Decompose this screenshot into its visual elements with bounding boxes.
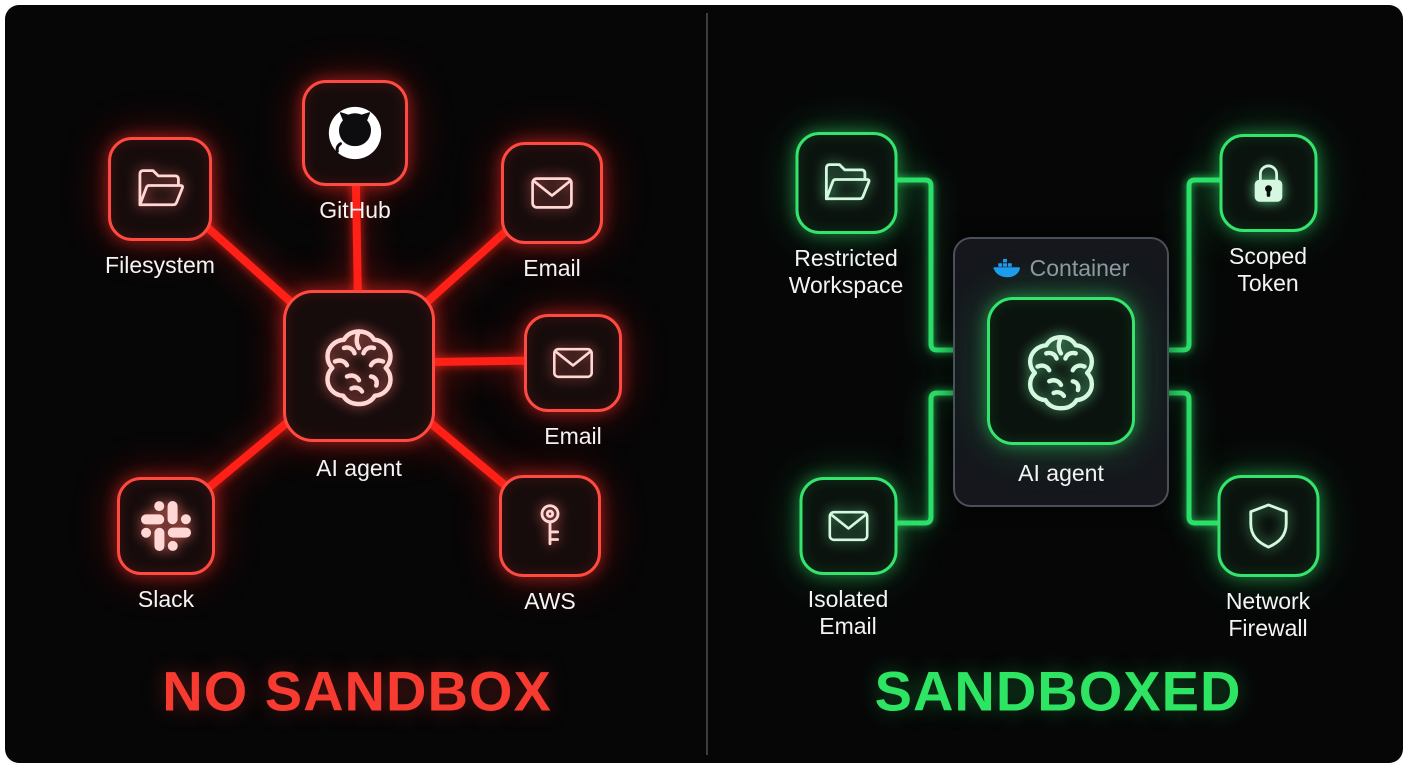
- container-box: Container AI age: [953, 237, 1169, 508]
- node-slack: Slack: [117, 477, 215, 613]
- docker-icon: [993, 258, 1021, 279]
- github-label: GitHub: [319, 197, 391, 223]
- aws-label: AWS: [524, 588, 576, 614]
- panel-divider: [706, 13, 708, 755]
- sandboxed-agent-label: AI agent: [1018, 460, 1104, 486]
- folder-icon: [818, 155, 874, 211]
- email-top-label: Email: [523, 255, 581, 281]
- email-top-box: [501, 142, 603, 244]
- slack-box: [117, 477, 215, 575]
- green-connections: [891, 177, 1225, 526]
- isolated-email-box: [799, 477, 897, 575]
- node-network-firewall: Network Firewall: [1211, 475, 1326, 642]
- figure-canvas: Filesystem GitHub: [5, 5, 1403, 763]
- email-right-box: [524, 314, 622, 412]
- node-scoped-token: Scoped Token: [1211, 134, 1326, 297]
- node-filesystem: Filesystem: [105, 137, 215, 279]
- scoped-token-box: [1219, 134, 1317, 232]
- brain-icon: [311, 318, 407, 414]
- node-github: GitHub: [302, 80, 408, 224]
- restricted-workspace-label: Restricted Workspace: [788, 245, 904, 299]
- node-aws: AWS: [499, 475, 601, 615]
- node-ai-agent: AI agent: [283, 290, 435, 482]
- aws-box: [499, 475, 601, 577]
- brain-icon: [1014, 324, 1108, 418]
- network-firewall-box: [1217, 475, 1319, 577]
- ai-agent-box: [283, 290, 435, 442]
- node-email-top: Email: [501, 142, 603, 282]
- node-email-right: Email: [524, 314, 622, 450]
- lock-icon: [1242, 157, 1294, 209]
- folder-icon: [132, 161, 188, 217]
- no-sandbox-title: NO SANDBOX: [162, 659, 552, 723]
- connection-wires: [156, 126, 1225, 527]
- envelope-icon: [822, 500, 874, 552]
- slack-label: Slack: [137, 586, 195, 612]
- container-header: Container: [993, 255, 1130, 282]
- github-box: [302, 80, 408, 186]
- email-right-label: Email: [544, 423, 602, 449]
- filesystem-label: Filesystem: [105, 252, 215, 278]
- node-restricted-workspace: Restricted Workspace: [789, 132, 904, 299]
- ai-agent-label: AI agent: [316, 455, 402, 481]
- slack-icon: [141, 501, 191, 551]
- sandboxed-title: SANDBOXED: [874, 659, 1242, 723]
- restricted-workspace-box: [795, 132, 897, 234]
- shield-icon: [1241, 499, 1295, 553]
- filesystem-box: [108, 137, 212, 241]
- envelope-icon: [547, 337, 599, 389]
- envelope-icon: [525, 166, 579, 220]
- github-icon: [324, 102, 386, 164]
- sandboxed-ai-agent-box: [987, 297, 1135, 445]
- node-isolated-email: Isolated Email: [791, 477, 906, 640]
- container-label: Container: [1029, 255, 1130, 281]
- network-firewall-label: Network Firewall: [1225, 588, 1311, 642]
- isolated-email-label: Isolated Email: [807, 586, 889, 640]
- key-icon: [523, 499, 577, 553]
- scoped-token-label: Scoped Token: [1228, 243, 1307, 297]
